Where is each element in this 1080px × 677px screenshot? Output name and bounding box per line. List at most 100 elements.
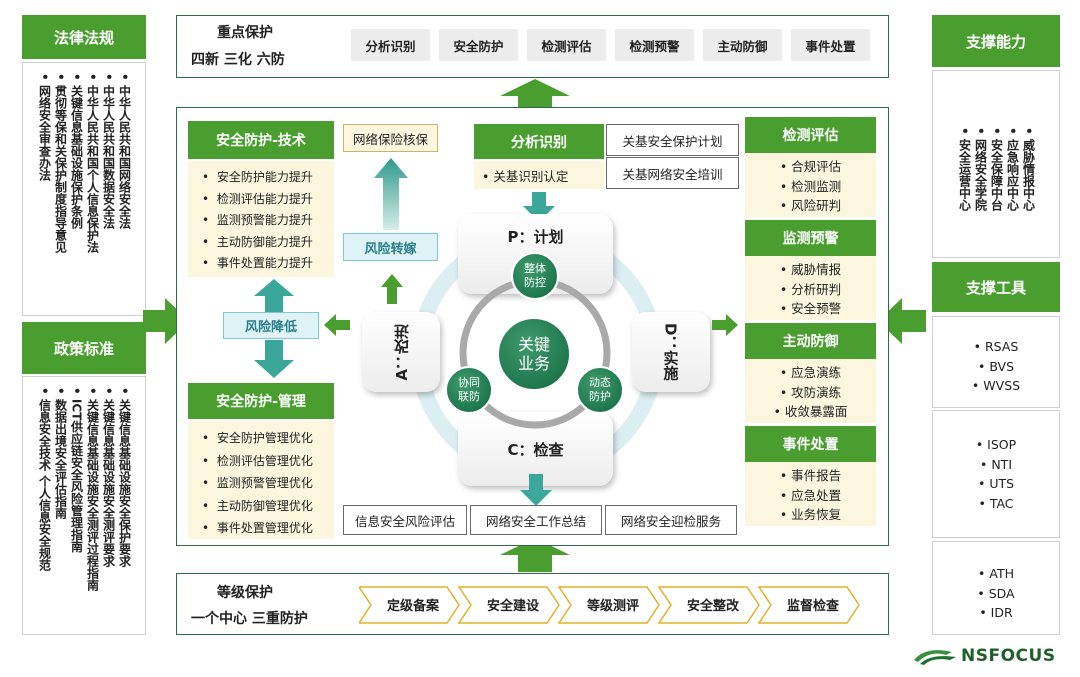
bullet-dot: •	[957, 127, 972, 139]
mgmt-item: 检测评估管理优化	[202, 450, 334, 473]
arrow-up-bottom	[500, 538, 570, 572]
right-block-header: 检测评估	[745, 117, 876, 153]
bottom-steps: 定级备案 安全建设 等级测评 安全整改 监督检查	[359, 586, 860, 624]
right-block-item: 风险研判	[745, 196, 876, 216]
right.support-text: 威胁情报中心	[1021, 138, 1036, 211]
right.support-item: • 应急响应中心	[1005, 127, 1020, 211]
chevron-shape	[757, 586, 860, 624]
mgmt-header: 安全防护-管理	[188, 383, 334, 419]
tool-item: WVSS	[933, 376, 1059, 396]
tech-item: 主动防御能力提升	[202, 232, 334, 254]
right.support-item: • 网络安全学院	[973, 127, 988, 211]
right-block-item: 检测监测	[745, 177, 876, 197]
bottom-step-label: 安全整改	[687, 598, 740, 614]
arrow-up-top	[500, 79, 570, 113]
node-right: 动态 防护	[576, 366, 624, 414]
left.policies-item: • 数据出境安全评估指南	[54, 387, 68, 591]
left.policies-text: 关键信息基础设施安全保护要求	[117, 398, 132, 567]
tool-item: IDR	[933, 603, 1059, 623]
arrow-right-do	[712, 314, 738, 336]
tools-group-3: ATHSDAIDR	[932, 541, 1060, 635]
mgmt-item: 事件处置管理优化	[202, 517, 334, 540]
top-title: 重点保护	[217, 25, 273, 41]
right.support-item: • 安全保障中台	[989, 127, 1004, 211]
tool-item: SDA	[933, 584, 1059, 604]
right.support-item: • 威胁情报中心	[1021, 127, 1036, 211]
bottom-step-label: 定级备案	[386, 598, 440, 614]
left.policies-item: • 关键信息基础设施安全测评过程指南	[85, 387, 100, 591]
top-tab: 分析识别	[351, 29, 430, 61]
logo: NSFOCUS	[912, 646, 1056, 666]
tech-item: 检测评估能力提升	[202, 189, 334, 211]
arrow-left-small	[324, 314, 350, 336]
left.policies-item: • ICT供应链安全风险管理指南	[69, 387, 84, 591]
right-block-header: 主动防御	[745, 323, 876, 359]
mgmt-item: 安全防护管理优化	[202, 427, 334, 450]
left.laws-item: • 中华人民共和国个人信息保护法	[85, 73, 100, 253]
left.policies-item: • 关键信息基础设施安全测评要求	[101, 387, 116, 591]
left.policies-item: • 信息安全技术 个人信息安全规范	[37, 387, 52, 591]
bullet-dot: •	[37, 387, 52, 399]
right-block-item: 攻防演练	[745, 383, 876, 403]
tools-group-1: RSASBVSWVSS	[932, 316, 1060, 408]
left.laws-text: 中华人民共和国个人信息保护法	[85, 84, 100, 253]
right-block-item: 威胁情报	[745, 260, 876, 280]
analysis-item: 关基识别认定	[474, 161, 604, 189]
petal-do: D：实施	[632, 312, 710, 392]
right-block-item: 分析研判	[745, 280, 876, 300]
tool-item: BVS	[933, 357, 1059, 377]
bullet-dot: •	[989, 127, 1004, 139]
bottom-step-label: 等级测评	[586, 598, 639, 614]
tech-item: 监测预警能力提升	[202, 210, 334, 232]
top-tabs: 分析识别安全防护检测评估检测预警主动防御事件处置	[351, 29, 870, 61]
arrow-up-small	[381, 274, 403, 304]
left.laws-text: 贯彻等保和关保护制度指导意见	[53, 84, 68, 253]
bullet-dot: •	[1005, 127, 1020, 139]
right-block-header: 事件处置	[745, 426, 876, 462]
risk-reduce-box: 风险降低	[223, 312, 319, 339]
right-block-body: 合规评估检测监测风险研判	[745, 153, 876, 217]
mgmt-item: 监测预警管理优化	[202, 472, 334, 495]
bullet-dot: •	[69, 387, 84, 399]
right.support-text: 安全运营中心	[957, 138, 972, 211]
tools-group-2: ISOPNTIUTSTAC	[932, 410, 1060, 538]
center-node: 关键 业务	[497, 317, 571, 391]
law-list: • 中华人民共和国网络安全法• 中华人民共和国数据安全法• 中华人民共和国个人信…	[23, 63, 145, 253]
right-block-item: 合规评估	[745, 157, 876, 177]
law-panel: • 中华人民共和国网络安全法• 中华人民共和国数据安全法• 中华人民共和国个人信…	[22, 62, 146, 316]
bullet-dot: •	[117, 73, 132, 85]
plan-box-1: 关基安全保护计划	[606, 124, 739, 156]
mgmt-item: 主动防御管理优化	[202, 495, 334, 518]
left.policies-item: • 关键信息基础设施安全保护要求	[117, 387, 132, 591]
petal-check-label: C：检查	[507, 440, 564, 459]
bullet-dot: •	[117, 387, 132, 399]
right-block-body: 应急演练攻防演练收敛暴露面	[745, 359, 876, 423]
bottom-step: 安全建设	[457, 586, 560, 624]
policy-panel: • 关键信息基础设施安全保护要求• 关键信息基础设施安全测评要求• 关键信息基础…	[22, 376, 146, 635]
bottom-step-label: 监督检查	[787, 598, 840, 614]
left.laws-item: • 关键信息基础设施保护条例	[69, 73, 84, 253]
arrow-left-right	[878, 298, 926, 344]
left.laws-item: • 贯彻等保和关保护制度指导意见	[53, 73, 68, 253]
support-list: • 威胁情报中心• 应急响应中心• 安全保障中台• 网络安全学院• 安全运营中心	[933, 71, 1059, 211]
left.policies-text: 关键信息基础设施安全测评过程指南	[85, 398, 100, 591]
top-tab: 检测预警	[615, 29, 694, 61]
right.support-item: • 安全运营中心	[957, 127, 972, 211]
bullet-dot: •	[973, 127, 988, 139]
left.laws-text: 关键信息基础设施保护条例	[69, 84, 84, 229]
petal-do-label: D：实施	[661, 323, 680, 381]
bottom-row-box: 信息安全风险评估	[343, 505, 467, 535]
left.policies-text: 关键信息基础设施安全测评要求	[101, 398, 116, 567]
right-block-item: 事件报告	[745, 466, 876, 486]
left.laws-text: 网络安全审查办法	[37, 84, 52, 181]
analysis-item-text: 关基识别认定	[482, 166, 568, 185]
logo-icon	[914, 650, 956, 665]
left.laws-text: 中华人民共和国网络安全法	[117, 84, 132, 229]
bullet-dot: •	[101, 73, 116, 85]
top-tab: 检测评估	[527, 29, 606, 61]
arrow-right-left	[143, 298, 189, 344]
left.laws-text: 中华人民共和国数据安全法	[101, 84, 116, 229]
plan-box-2: 关基网络安全培训	[606, 157, 739, 189]
left.policies-text: 信息安全技术 个人信息安全规范	[37, 398, 52, 572]
bottom-step: 等级测评	[557, 586, 660, 624]
